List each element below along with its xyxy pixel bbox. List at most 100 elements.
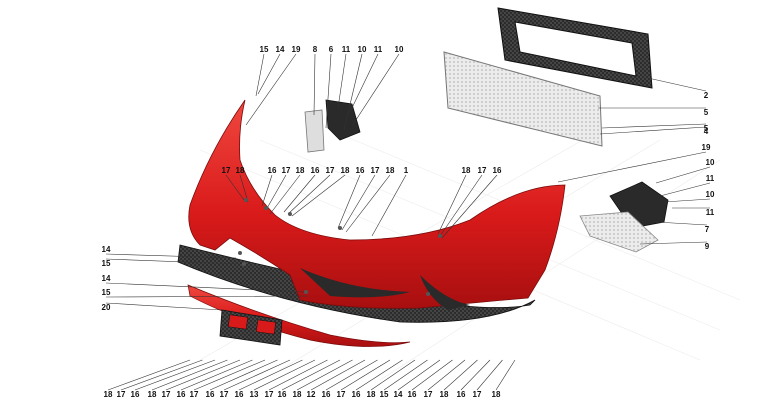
leader-line-left-2: [105, 282, 305, 293]
callout-bottom-25: 17: [473, 390, 482, 399]
callout-top_left-1: 14: [276, 45, 285, 54]
leader-line-mid_upper-2: [261, 174, 273, 207]
callout-right-3: 4: [704, 127, 709, 136]
callout-bottom-14: 12: [307, 390, 316, 399]
leader-line-top_left-7: [349, 53, 379, 113]
fastener-icon: [238, 251, 242, 255]
callout-bottom-23: 18: [440, 390, 449, 399]
callout-bottom-16: 17: [337, 390, 346, 399]
callout-mid_upper-9: 17: [371, 166, 380, 175]
fastener-icon: [438, 234, 442, 238]
leader-line-top_left-1: [257, 53, 281, 95]
callout-top_left-6: 10: [358, 45, 367, 54]
callout-left-1: 15: [102, 259, 111, 268]
callout-top_left-5: 11: [342, 45, 351, 54]
leader-line-bottom-11: [268, 359, 328, 391]
leader-line-left-0: [105, 253, 237, 259]
leader-line-right-2: [601, 123, 707, 129]
leader-line-right-10: [639, 241, 708, 245]
callout-right-5: 10: [706, 158, 715, 167]
callout-bottom-18: 18: [367, 390, 376, 399]
callout-right-2: 5: [704, 124, 709, 133]
callout-right-9: 7: [705, 225, 710, 234]
right-vent-cover: [579, 211, 659, 253]
leader-line-mid_right-2: [441, 174, 498, 239]
callout-bottom-8: 17: [220, 390, 229, 399]
leader-line-bottom-19: [383, 359, 428, 391]
front-bumper-shell: [188, 99, 566, 310]
callout-bottom-2: 16: [131, 390, 140, 399]
fastener-icon: [244, 198, 248, 202]
leader-line-top_left-8: [351, 53, 400, 127]
callout-left-2: 14: [102, 274, 111, 283]
leader-line-mid_upper-10: [345, 174, 391, 233]
callout-bottom-21: 16: [408, 390, 417, 399]
leader-line-mid_upper-6: [287, 174, 331, 215]
callout-left-3: 15: [102, 288, 111, 297]
callout-bottom-9: 16: [235, 390, 244, 399]
leader-line-right-3: [599, 126, 707, 135]
leader-line-bottom-5: [180, 359, 253, 391]
callout-bottom-12: 16: [278, 390, 287, 399]
leader-line-bottom-24: [460, 359, 491, 391]
callout-mid_right-0: 18: [462, 166, 471, 175]
leader-line-bottom-18: [370, 359, 416, 391]
leader-line-right-0: [647, 77, 707, 92]
left-bracket: [304, 99, 361, 153]
callout-bottom-6: 17: [190, 390, 199, 399]
callout-bottom-17: 16: [352, 390, 361, 399]
leader-line-right-4: [557, 151, 707, 183]
leader-line-left-1: [105, 258, 241, 265]
callout-right-0: 2: [704, 91, 709, 100]
callout-top_left-0: 15: [260, 45, 269, 54]
callout-mid_upper-2: 16: [268, 166, 277, 175]
callout-mid_upper-3: 17: [282, 166, 291, 175]
callout-mid_upper-0: 17: [222, 166, 231, 175]
leader-line-top_left-0: [255, 53, 265, 97]
leader-line-bottom-20: [397, 359, 441, 391]
leader-line-bottom-13: [296, 359, 353, 391]
leader-line-right-5: [655, 166, 711, 184]
callout-bottom-1: 17: [117, 390, 126, 399]
leader-line-mid_upper-3: [265, 174, 287, 211]
leader-line-top_left-2: [245, 53, 297, 126]
leader-line-bottom-26: [495, 359, 516, 391]
callout-bottom-26: 18: [492, 390, 501, 399]
grille-mesh: [443, 51, 603, 147]
callout-right-6: 11: [706, 174, 715, 183]
leader-line-bottom-14: [310, 359, 366, 391]
leader-line-mid_upper-8: [337, 174, 361, 229]
callout-mid_upper-11: 1: [404, 166, 409, 175]
callout-top_left-2: 19: [292, 45, 301, 54]
leader-line-right-7: [663, 198, 711, 203]
callout-right-4: 19: [702, 143, 711, 152]
leader-line-left-3: [105, 295, 309, 298]
leader-line-bottom-23: [443, 359, 478, 391]
leader-line-bottom-3: [151, 359, 228, 391]
leader-line-mid_upper-5: [283, 174, 316, 213]
callout-right-1: 5: [704, 108, 709, 117]
callout-mid_upper-8: 16: [356, 166, 365, 175]
leader-line-mid_upper-0: [225, 174, 245, 201]
leader-line-bottom-7: [209, 359, 278, 391]
callout-bottom-7: 16: [206, 390, 215, 399]
callout-bottom-4: 17: [162, 390, 171, 399]
leader-line-left-4: [105, 302, 223, 311]
leader-line-bottom-4: [165, 359, 241, 391]
callout-top_left-4: 6: [329, 45, 334, 54]
callout-bottom-19: 15: [380, 390, 389, 399]
carbon-grille-frame: [497, 7, 653, 89]
leader-line-mid_right-1: [439, 174, 483, 237]
leader-line-bottom-12: [281, 359, 341, 391]
leader-line-mid_upper-1: [239, 174, 249, 203]
callout-mid_upper-6: 17: [326, 166, 335, 175]
leader-line-mid_upper-9: [341, 174, 376, 231]
callout-bottom-13: 18: [293, 390, 302, 399]
callout-bottom-22: 17: [424, 390, 433, 399]
leader-line-right-6: [659, 182, 711, 197]
callout-left-4: 20: [102, 303, 111, 312]
callout-bottom-20: 14: [394, 390, 403, 399]
callout-right-7: 10: [706, 190, 715, 199]
leader-line-bottom-25: [476, 359, 503, 391]
